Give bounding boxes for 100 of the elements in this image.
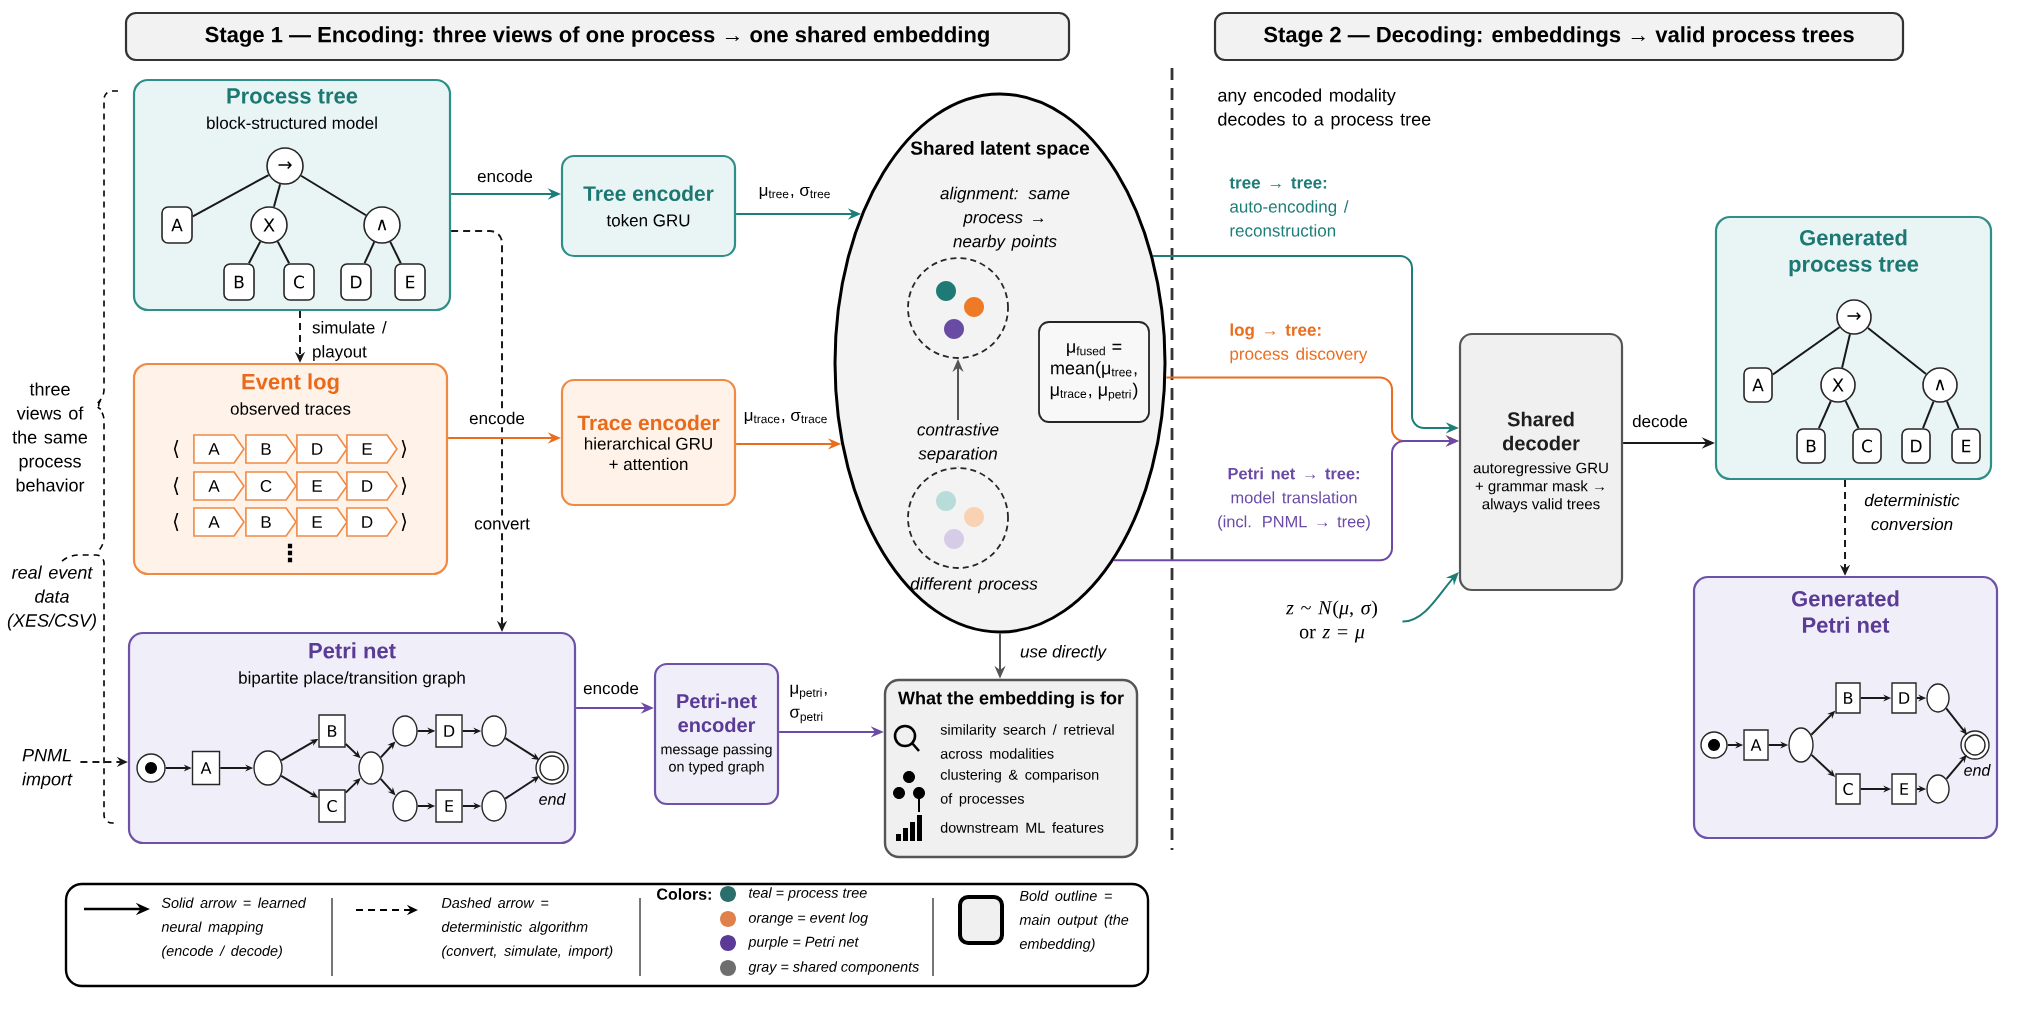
encoder-box: Petri-net encoder message passing on typed graph (653, 662, 780, 806)
event-tag: D (296, 434, 348, 464)
caption-text: end (1964, 764, 1991, 776)
legend-text: Bold outline = main output (the embedding) (1019, 890, 1129, 952)
transition-box: B (1835, 682, 1861, 714)
usage-box: What the embedding is for similarity search / retrieval across modalities clustering & comparison of processes downstream ML features (883, 678, 1139, 859)
encoder-box: Trace encoder hierarchical GRU + attention (560, 378, 737, 507)
place-circle (392, 715, 418, 747)
legend-text: orange = event log (748, 912, 868, 926)
activity-box: C (283, 263, 315, 301)
edge-label: log → tree: process discovery (1230, 323, 1368, 364)
edge-label: Petri net → tree: model translation (incl. PNML → tree) (1218, 467, 1370, 531)
edge-label: μ$_{petri}$, σ$_{petri}$ (790, 684, 827, 724)
event-tag: A (193, 434, 245, 464)
event-tag: D (346, 471, 398, 501)
event-tag: D (346, 507, 398, 537)
transition-box: E (435, 789, 463, 823)
connector-line (1771, 326, 1841, 376)
angle-bracket: ⟨ (173, 513, 179, 531)
angle-bracket: ⟨ (173, 477, 179, 495)
transition-box: D (435, 714, 463, 748)
edge-label: contrastive separation (900, 420, 1016, 466)
formula-box: μ$_{fused}$ = mean(μ$_{tree}$, μ$_{trace}$, μ$_{petri}$) (1038, 321, 1150, 423)
caption-text: end (539, 793, 566, 805)
edge-label: simulate / playout (312, 321, 387, 361)
legend-text: Dashed arrow = deterministic algorithm (convert, simulate, import) (441, 897, 613, 959)
edge-label: convert (471, 515, 533, 533)
legend-text: Solid arrow = learned neural mapping (encode / decode) (161, 897, 307, 959)
legend-heading: Colors: (657, 888, 711, 900)
legend-text: teal = process tree (749, 887, 867, 901)
formula-text: z ~ N(μ, σ) or z = μ (1285, 600, 1377, 643)
activity-box: D (340, 263, 372, 301)
place-circle (481, 715, 507, 747)
caption-text: alignment: same process → nearby points (940, 186, 1070, 251)
connector-line (389, 240, 402, 265)
place-circle (1926, 774, 1950, 804)
connector-line (276, 240, 291, 265)
angle-bracket: ⟩ (401, 440, 407, 458)
place-circle (358, 751, 384, 785)
side-note: three views of the same process behavior (12, 382, 88, 492)
transition-box: A (191, 750, 221, 786)
encoder-box: Tree encoder token GRU (560, 154, 737, 258)
transition-box: E (1891, 773, 1917, 805)
angle-bracket: ⟩ (401, 513, 407, 531)
activity-box: B (223, 263, 255, 301)
edge-label: encode (477, 169, 533, 183)
connector-line (1817, 400, 1832, 430)
place-circle (1788, 727, 1814, 763)
connector-line (1844, 400, 1860, 430)
activity-box: A (1743, 367, 1773, 403)
activity-box: A (161, 206, 193, 244)
angle-bracket: ⟨ (173, 440, 179, 458)
activity-box: B (1796, 428, 1826, 464)
transition-box: C (318, 789, 346, 823)
edge-label: tree → tree: auto-encoding / reconstruction (1229, 177, 1349, 237)
event-tag: B (245, 507, 297, 537)
connector-line (272, 183, 282, 208)
place-circle (253, 750, 283, 786)
edge-label: use directly (1020, 645, 1107, 661)
transition-box: D (1891, 682, 1917, 714)
connector-line (247, 240, 262, 265)
side-note: real event data (XES/CSV) (7, 565, 96, 631)
edge-label: encode (466, 408, 528, 428)
activity-box: E (1951, 428, 1981, 464)
event-tag: E (296, 507, 348, 537)
connector-line (1867, 327, 1928, 375)
event-tag: A (193, 507, 245, 537)
input-label: PNML import (22, 748, 73, 790)
stage-header: Stage 1 — Encoding: three views of one process → one shared embedding (124, 11, 1071, 62)
event-tag: E (346, 434, 398, 464)
curved-arrow (1401, 572, 1459, 623)
decoder-box: Shared decoder autoregressive GRU + grammar mask → always valid trees (1458, 332, 1624, 592)
connector-line (191, 174, 270, 218)
connector-line (1946, 400, 1960, 430)
activity-box: E (394, 263, 426, 301)
legend-text: gray = shared components (748, 961, 919, 975)
angle-bracket: ⟩ (401, 477, 407, 495)
edge-label: μ$_{tree}$, σ$_{tree}$ (759, 186, 830, 200)
activity-box: C (1852, 428, 1882, 464)
event-tag: A (193, 471, 245, 501)
stage-header: Stage 2 — Decoding: embeddings → valid process trees (1213, 11, 1905, 62)
place-circle (481, 790, 507, 822)
edge-label: deterministic conversion (1864, 493, 1960, 531)
edge-label: μ$_{trace}$, σ$_{trace}$ (744, 411, 827, 425)
edge-label: encode (583, 681, 639, 695)
place-circle (392, 790, 418, 822)
edge-label: decode (1632, 414, 1688, 428)
event-tag: B (245, 434, 297, 464)
place-circle (1926, 683, 1950, 713)
event-tag: E (296, 471, 348, 501)
event-tag: C (245, 471, 297, 501)
transition-box: A (1743, 729, 1769, 761)
ellipsis-dots: ⋮ (287, 543, 293, 563)
connector-line (300, 174, 367, 217)
caption-text: different process (910, 577, 1038, 594)
connector-line (1841, 333, 1851, 369)
connector-line (363, 241, 376, 265)
connector-line (1922, 400, 1935, 430)
transition-box: C (1835, 773, 1861, 805)
legend-text: purple = Petri net (748, 936, 859, 950)
